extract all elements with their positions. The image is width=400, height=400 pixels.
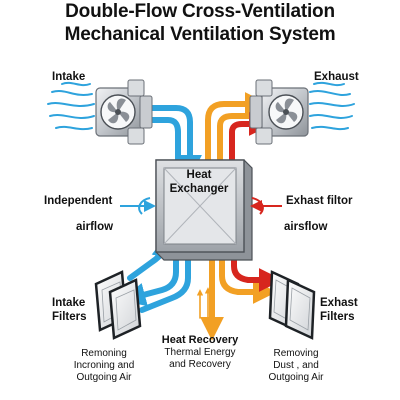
blue-stream-2 <box>145 117 181 171</box>
airsflow-label: airsflow <box>284 221 328 233</box>
heat-recovery-line-3: and Recovery <box>169 359 231 370</box>
right-note-line-3: Outgoing Air <box>268 372 324 383</box>
intake-air-wisps <box>47 81 95 131</box>
exhaust-label: Exhaust <box>314 71 359 83</box>
intake-fan-unit <box>95 79 153 145</box>
diagram-title: Double-Flow Cross-Ventilation Mechanical… <box>0 0 400 46</box>
right-note: Removing Dust , and Outgoing Air <box>254 348 338 384</box>
right-note-line-2: Dust , and <box>273 360 319 371</box>
heat-recovery-line-1: Heat Recovery <box>161 334 239 346</box>
intake-filters-line-2: Filters <box>52 311 87 323</box>
left-note-line-2: Incroning and <box>73 360 135 371</box>
exhaust-fan-unit <box>249 79 309 145</box>
red-stream-1 <box>229 112 273 171</box>
orange-stream-2 <box>217 113 259 171</box>
fan-icon <box>268 94 304 130</box>
heat-recovery-line-2: Thermal Energy <box>164 347 236 358</box>
heat-recovery-label: Heat Recovery Thermal Energy and Recover… <box>148 334 252 371</box>
orange-stream-1 <box>205 92 269 171</box>
exhaust-filter-label: Exhast filtor <box>286 195 353 207</box>
independent-airflow-arrow <box>120 197 156 215</box>
intake-filters-line-1: Intake <box>52 297 86 309</box>
airflow-streams <box>121 92 283 341</box>
intake-filter-panels <box>94 270 142 340</box>
filter-icon <box>268 270 316 340</box>
exhast-filters-label: Exhast Filters <box>320 296 358 324</box>
exhaust-filter-panels <box>268 270 316 340</box>
intake-filters-label: Intake Filters <box>52 296 87 324</box>
title-line-1: Double-Flow Cross-Ventilation <box>65 1 335 22</box>
left-note-line-3: Outgoing Air <box>76 372 132 383</box>
blue-stream-1 <box>145 105 202 179</box>
blue-stream-3 <box>121 249 179 307</box>
airflow-label: airflow <box>76 221 114 233</box>
exhast-filters-line-1: Exhast <box>320 297 358 309</box>
heat-exchanger <box>155 159 253 261</box>
exhaust-filter-arrow <box>250 197 282 215</box>
independent-label: Independent <box>44 195 113 207</box>
title-line-2: Mechanical Ventilation System <box>64 24 336 45</box>
filter-icon <box>94 270 142 340</box>
intake-label: Intake <box>52 71 86 83</box>
exhaust-air-wisps <box>309 81 355 131</box>
heat-exchanger-label-line-2: Exchanger <box>169 183 229 195</box>
left-note: Remoning Incroning and Outgoing Air <box>62 348 146 384</box>
fan-icon <box>100 94 136 130</box>
heat-exchanger-label: Heat Exchanger <box>168 168 230 196</box>
left-note-line-1: Remoning <box>81 348 127 359</box>
red-stream-2 <box>231 249 283 292</box>
heat-exchanger-label-line-1: Heat <box>186 169 212 181</box>
orange-stream-4 <box>219 249 277 304</box>
exhast-filters-line-2: Filters <box>320 311 355 323</box>
right-note-line-1: Removing <box>273 348 319 359</box>
blue-stream-4 <box>139 249 191 313</box>
